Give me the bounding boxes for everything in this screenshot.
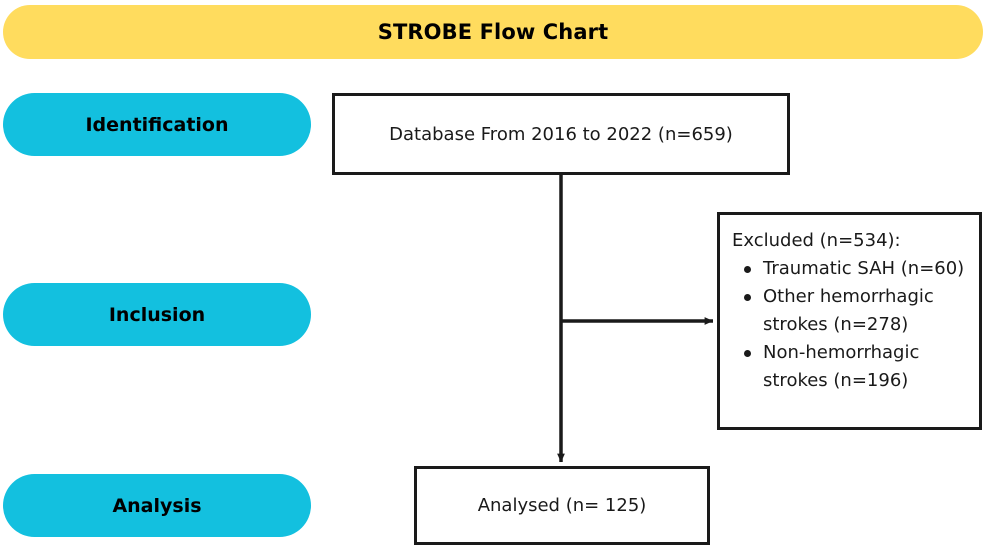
excluded-item-text: Traumatic SAH (n=60) — [763, 258, 965, 279]
process-box-analysed[interactable]: Analysed (n= 125) — [414, 466, 710, 545]
chart-title-banner: STROBE Flow Chart — [3, 5, 983, 59]
page-title: STROBE Flow Chart — [377, 20, 609, 44]
process-box-database[interactable]: Database From 2016 to 2022 (n=659) — [332, 93, 790, 175]
list-item: Other hemorrhagic strokes (n=278) — [732, 283, 969, 339]
stage-pill-identification[interactable]: Identification — [3, 93, 311, 156]
stage-label-inclusion: Inclusion — [108, 303, 206, 326]
process-box-database-text: Database From 2016 to 2022 (n=659) — [389, 123, 733, 145]
excluded-item-text: Non-hemorrhagic strokes (n=196) — [763, 342, 920, 391]
excluded-item-text: Other hemorrhagic strokes (n=278) — [763, 286, 934, 335]
bullet-icon — [744, 294, 751, 301]
stage-pill-inclusion[interactable]: Inclusion — [3, 283, 311, 346]
list-item: Non-hemorrhagic strokes (n=196) — [732, 339, 969, 395]
bullet-icon — [744, 266, 751, 273]
bullet-icon — [744, 350, 751, 357]
process-box-analysed-text: Analysed (n= 125) — [477, 495, 647, 516]
stage-label-identification: Identification — [85, 113, 229, 136]
process-box-excluded[interactable]: Excluded (n=534): Traumatic SAH (n=60) O… — [717, 212, 982, 430]
excluded-reason-list: Traumatic SAH (n=60) Other hemorrhagic s… — [732, 255, 969, 395]
excluded-heading: Excluded (n=534): — [732, 230, 901, 251]
stage-label-analysis: Analysis — [112, 494, 202, 517]
list-item: Traumatic SAH (n=60) — [732, 255, 969, 283]
stage-pill-analysis[interactable]: Analysis — [3, 474, 311, 537]
